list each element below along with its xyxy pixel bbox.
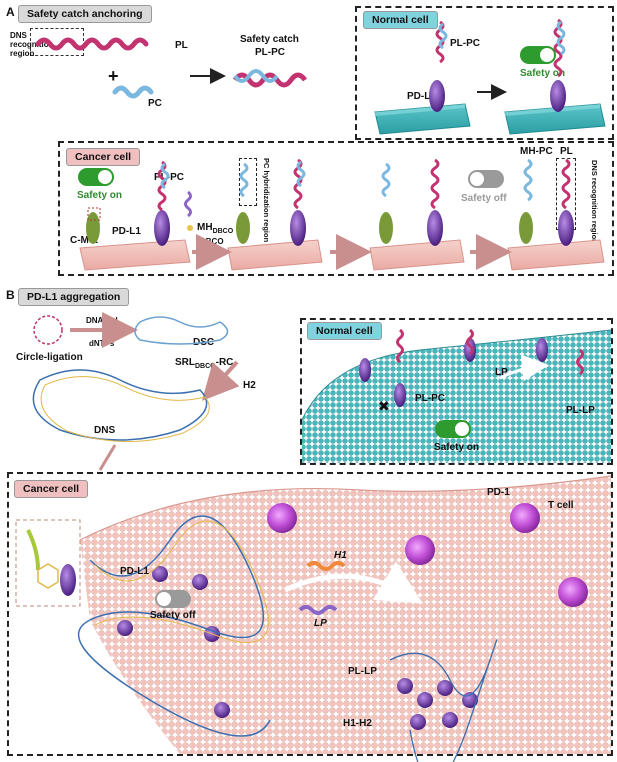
pl-label: PL bbox=[175, 40, 188, 51]
cancer-cell-box-b bbox=[7, 472, 613, 756]
panel-b-letter: B bbox=[6, 288, 15, 302]
dns-recognition-label-right: DNS recognition region bbox=[590, 160, 599, 244]
dns-recognition-box bbox=[30, 28, 84, 56]
cancer-b-pd-l1-label: PD-L1 bbox=[120, 566, 149, 577]
cancer-cell-box-a bbox=[58, 141, 614, 276]
normal-cell-title-a: Normal cell bbox=[363, 11, 438, 29]
safety-off-label-a: Safety off bbox=[461, 193, 507, 204]
panel-b-title: PD-L1 aggregation bbox=[18, 288, 130, 306]
pc-hybridization-label: PC hybridization region bbox=[262, 158, 271, 243]
dns-recognition-label: DNS recognition region bbox=[10, 31, 54, 58]
normal-b-pl-pc-label: PL-PC bbox=[415, 393, 445, 404]
circle-ligation-label: Circle-ligation bbox=[16, 352, 83, 363]
normal-safety-on-label: Safety on bbox=[520, 68, 566, 79]
h2-label: H2 bbox=[243, 380, 256, 391]
pd-1-label: PD-1 bbox=[487, 487, 510, 498]
normal-b-pl-lp-label: PL-LP bbox=[566, 405, 595, 416]
pl-lp-label: PL-LP bbox=[348, 666, 377, 677]
cancer-b-lp-label: LP bbox=[314, 618, 327, 629]
c-met-label: C-Met bbox=[70, 235, 98, 246]
dntps-label: dNTPs bbox=[89, 339, 115, 348]
normal-pl-pc-label: PL-PC bbox=[450, 38, 480, 49]
cancer-b-safety-off-label: Safety off bbox=[150, 610, 196, 621]
normal-cell-title-b: Normal cell bbox=[307, 322, 382, 340]
pc-hybridization-box bbox=[239, 158, 257, 206]
safety-catch-label: PL-PC bbox=[255, 47, 285, 58]
pc-label: PC bbox=[148, 98, 162, 109]
panel-a-title: Safety catch anchoring bbox=[18, 5, 152, 23]
mh-pc-label: MH-PC bbox=[520, 146, 553, 157]
mh-label: MHDBCO bbox=[197, 222, 234, 235]
normal-pd-l1-label: PD-L1 bbox=[407, 91, 436, 102]
cancer-safety-on-label: Safety on bbox=[77, 190, 123, 201]
safety-catch-title: Safety catch bbox=[240, 34, 299, 45]
cancer-cell-title-b: Cancer cell bbox=[14, 480, 89, 498]
normal-b-safety-on-label: Safety on bbox=[434, 442, 480, 453]
cancer-cell-title-a: Cancer cell bbox=[66, 148, 141, 166]
normal-b-lp-label: LP bbox=[495, 367, 508, 378]
normal-cell-box-a bbox=[355, 6, 614, 140]
h1-h2-label: H1-H2 bbox=[343, 718, 372, 729]
normal-cell-box-b bbox=[300, 318, 613, 465]
h1-label: H1 bbox=[334, 550, 347, 561]
pl-label-right: PL bbox=[560, 146, 573, 157]
panel-a-letter: A bbox=[6, 5, 15, 19]
plus-sign: + bbox=[108, 66, 119, 86]
dns-label: DNS bbox=[94, 425, 116, 436]
cancer-pd-l1-label: PD-L1 bbox=[112, 226, 141, 237]
blocked-cross-icon: ✖ bbox=[378, 398, 390, 414]
t-cell-label: T cell bbox=[548, 500, 574, 511]
